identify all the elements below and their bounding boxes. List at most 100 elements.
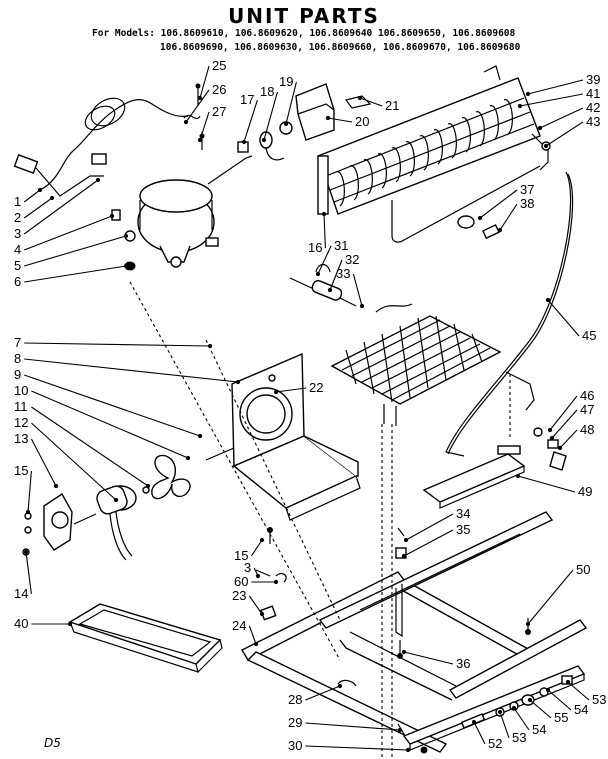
callout-c14: 14	[14, 586, 28, 601]
callout-c4: 4	[14, 242, 21, 257]
leader-c46	[549, 395, 578, 431]
leader-tip-c7	[207, 343, 213, 349]
leader-c39	[527, 79, 584, 95]
callout-c55: 55	[554, 710, 568, 725]
leader-tip-c55	[527, 697, 533, 703]
leader-tip-c19	[283, 121, 289, 127]
callout-c27: 27	[212, 104, 226, 119]
callout-c45: 45	[582, 328, 596, 343]
callout-c6: 6	[14, 274, 21, 289]
leader-tip-c53b	[497, 709, 503, 715]
leader-c20	[327, 117, 353, 123]
models-line-1: For Models: 106.8609610, 106.8609620, 10…	[92, 28, 516, 39]
leader-c31	[317, 245, 332, 275]
callout-c60: 60	[234, 574, 248, 589]
leader-tip-c36	[401, 649, 407, 655]
leader-c17	[243, 99, 258, 143]
leader-c41	[519, 93, 584, 107]
leader-c32	[329, 259, 343, 291]
leader-c18	[263, 91, 278, 141]
leader-tip-c13	[53, 483, 59, 489]
leader-c49	[517, 475, 576, 493]
callout-c12: 12	[14, 415, 28, 430]
leader-c54b	[513, 707, 530, 731]
leader-tip-c1	[37, 187, 43, 193]
callout-c18: 18	[260, 84, 274, 99]
callout-c31: 31	[334, 238, 348, 253]
callout-c32: 32	[345, 252, 359, 267]
leader-c47	[551, 409, 578, 439]
leader-tip-c54a	[545, 687, 551, 693]
callout-c40: 40	[14, 616, 28, 631]
callout-c48: 48	[580, 422, 594, 437]
callout-c23: 23	[232, 588, 246, 603]
callout-c9: 9	[14, 367, 21, 382]
leader-c5	[24, 235, 127, 267]
drier-and-tubing-part	[289, 165, 541, 307]
condenser-coil-part	[317, 65, 551, 215]
leader-tip-c10	[185, 455, 191, 461]
leader-tip-c54b	[511, 705, 517, 711]
callout-c54a: 54	[574, 702, 588, 717]
leader-tip-c20	[325, 115, 331, 121]
leader-c22	[275, 387, 307, 393]
leader-c7	[24, 342, 211, 347]
leader-c8	[24, 358, 239, 383]
callout-c34: 34	[456, 506, 470, 521]
leader-c53b	[499, 711, 510, 739]
leader-tip-c48	[557, 445, 563, 451]
leader-c33	[352, 273, 363, 307]
leader-c15b	[250, 539, 263, 557]
leader-tip-c22	[273, 389, 279, 395]
leader-tip-c27	[197, 137, 203, 143]
callout-leaders	[23, 65, 590, 753]
callout-c20: 20	[355, 114, 369, 129]
callout-c49: 49	[578, 484, 592, 499]
fan-bracket-part	[205, 352, 361, 544]
leader-c21	[359, 97, 383, 107]
leader-tip-c15a	[25, 509, 31, 515]
callout-c26: 26	[212, 82, 226, 97]
leader-tip-c47	[549, 435, 555, 441]
leader-c9	[24, 374, 201, 437]
leader-c11	[31, 406, 149, 487]
leader-tip-c4	[109, 213, 115, 219]
callout-c15a: 15	[14, 463, 28, 478]
compressor-part	[111, 155, 253, 271]
leader-tip-c34	[403, 537, 409, 543]
leader-c24	[248, 625, 257, 645]
front-grille-part	[397, 665, 586, 754]
leader-c54a	[547, 689, 572, 711]
leader-tip-c2	[49, 195, 55, 201]
callout-c22: 22	[309, 380, 323, 395]
leader-tip-c3b	[255, 573, 261, 579]
leader-tip-c28	[337, 683, 343, 689]
leader-c45	[547, 299, 580, 337]
callout-c11: 11	[14, 399, 28, 414]
leader-c2	[23, 197, 53, 219]
leader-c50	[527, 569, 574, 625]
base-frame-part	[241, 511, 588, 753]
leader-tip-c33	[359, 303, 365, 309]
leader-c52	[473, 721, 486, 745]
leader-c27	[199, 111, 210, 141]
leader-c13	[30, 438, 57, 487]
leader-c43	[545, 121, 584, 147]
leader-tip-c16	[321, 211, 327, 217]
leader-tip-c23	[259, 611, 265, 617]
leader-tip-c18	[261, 137, 267, 143]
callout-c50: 50	[576, 562, 590, 577]
leader-tip-c40	[67, 621, 73, 627]
leader-c16	[323, 213, 326, 249]
leader-c23	[248, 595, 263, 615]
leader-c1	[23, 189, 41, 203]
page-code: D5	[44, 736, 61, 750]
leader-tip-c14	[23, 549, 29, 555]
leader-tip-c43	[543, 143, 549, 149]
leader-c25	[199, 65, 210, 99]
leader-tip-c15b	[259, 537, 265, 543]
callout-c53a: 53	[592, 692, 606, 707]
leader-c3a	[23, 179, 99, 235]
connection-lines	[129, 281, 511, 759]
models-line-2: 106.8609690, 106.8609630, 106.8609660, 1…	[160, 42, 521, 53]
